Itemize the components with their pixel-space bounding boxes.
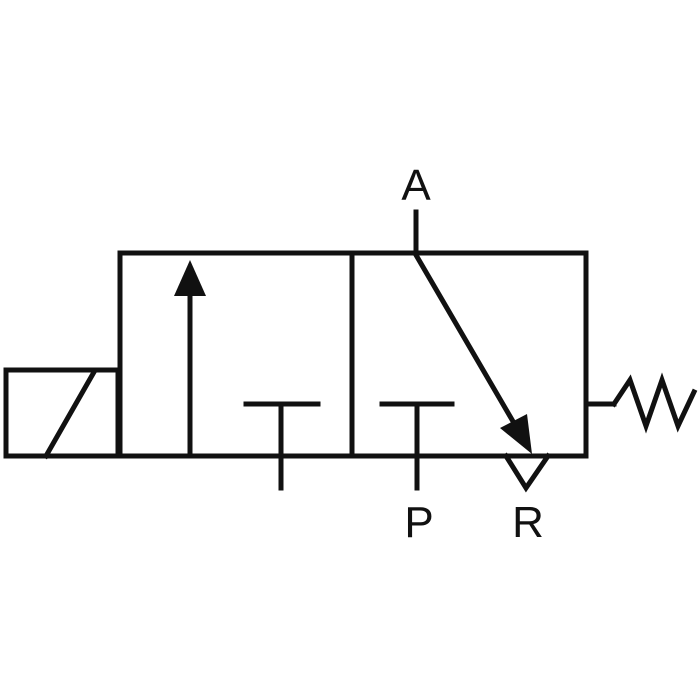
valve-body (117, 250, 589, 459)
flow-arrow-diagonal-shaft (412, 251, 522, 434)
left-position-blocked-port (243, 401, 321, 491)
solenoid-icon (3, 367, 121, 460)
spring-icon (583, 372, 698, 434)
spring-zigzag (610, 372, 698, 434)
arrow-diagonal-head-icon (500, 414, 532, 454)
port-a-label: A (401, 161, 431, 210)
solenoid-box (3, 367, 121, 459)
exhaust-triangle-icon (502, 452, 552, 493)
arrow-up-head-icon (174, 260, 206, 296)
right-position-blocked-port (379, 401, 455, 491)
port-p-label: P (404, 498, 433, 547)
port-r-label: R (512, 498, 544, 547)
solenoid-diagonal (42, 368, 98, 460)
